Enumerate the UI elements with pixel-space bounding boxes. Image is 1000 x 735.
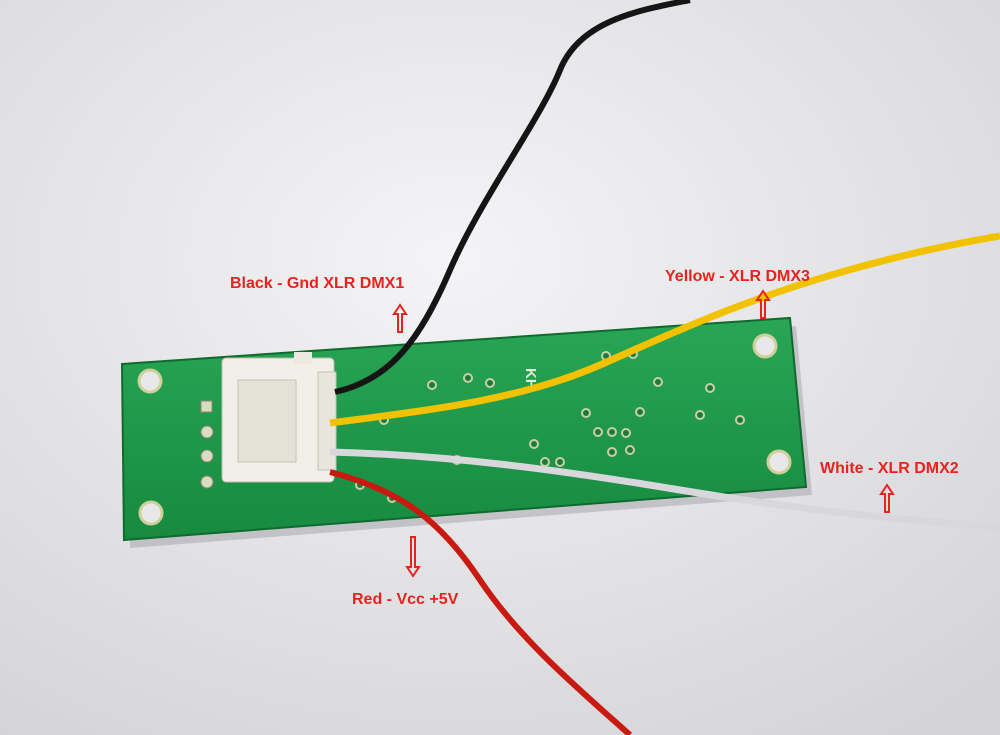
wire-red (329, 469, 633, 735)
arrow-up-icon (879, 483, 895, 513)
mounting-hole (138, 500, 164, 526)
wire-white (329, 448, 1000, 531)
arrow-up-icon (392, 303, 408, 333)
label-white-wire: White - XLR DMX2 (820, 460, 959, 477)
label-yellow-wire: Yellow - XLR DMX3 (665, 268, 810, 285)
wire-black (334, 0, 691, 395)
label-black-wire: Black - Gnd XLR DMX1 (230, 275, 405, 292)
mounting-hole (766, 449, 792, 475)
wire-connector (221, 352, 337, 483)
wire-yellow (329, 232, 1000, 427)
mounting-hole (752, 333, 778, 359)
label-red-wire: Red - Vcc +5V (352, 591, 459, 608)
arrow-up-icon (755, 289, 771, 319)
arrow-down-icon (405, 536, 421, 578)
svg-text:KH: KH (522, 368, 539, 390)
mounting-hole (137, 368, 163, 394)
